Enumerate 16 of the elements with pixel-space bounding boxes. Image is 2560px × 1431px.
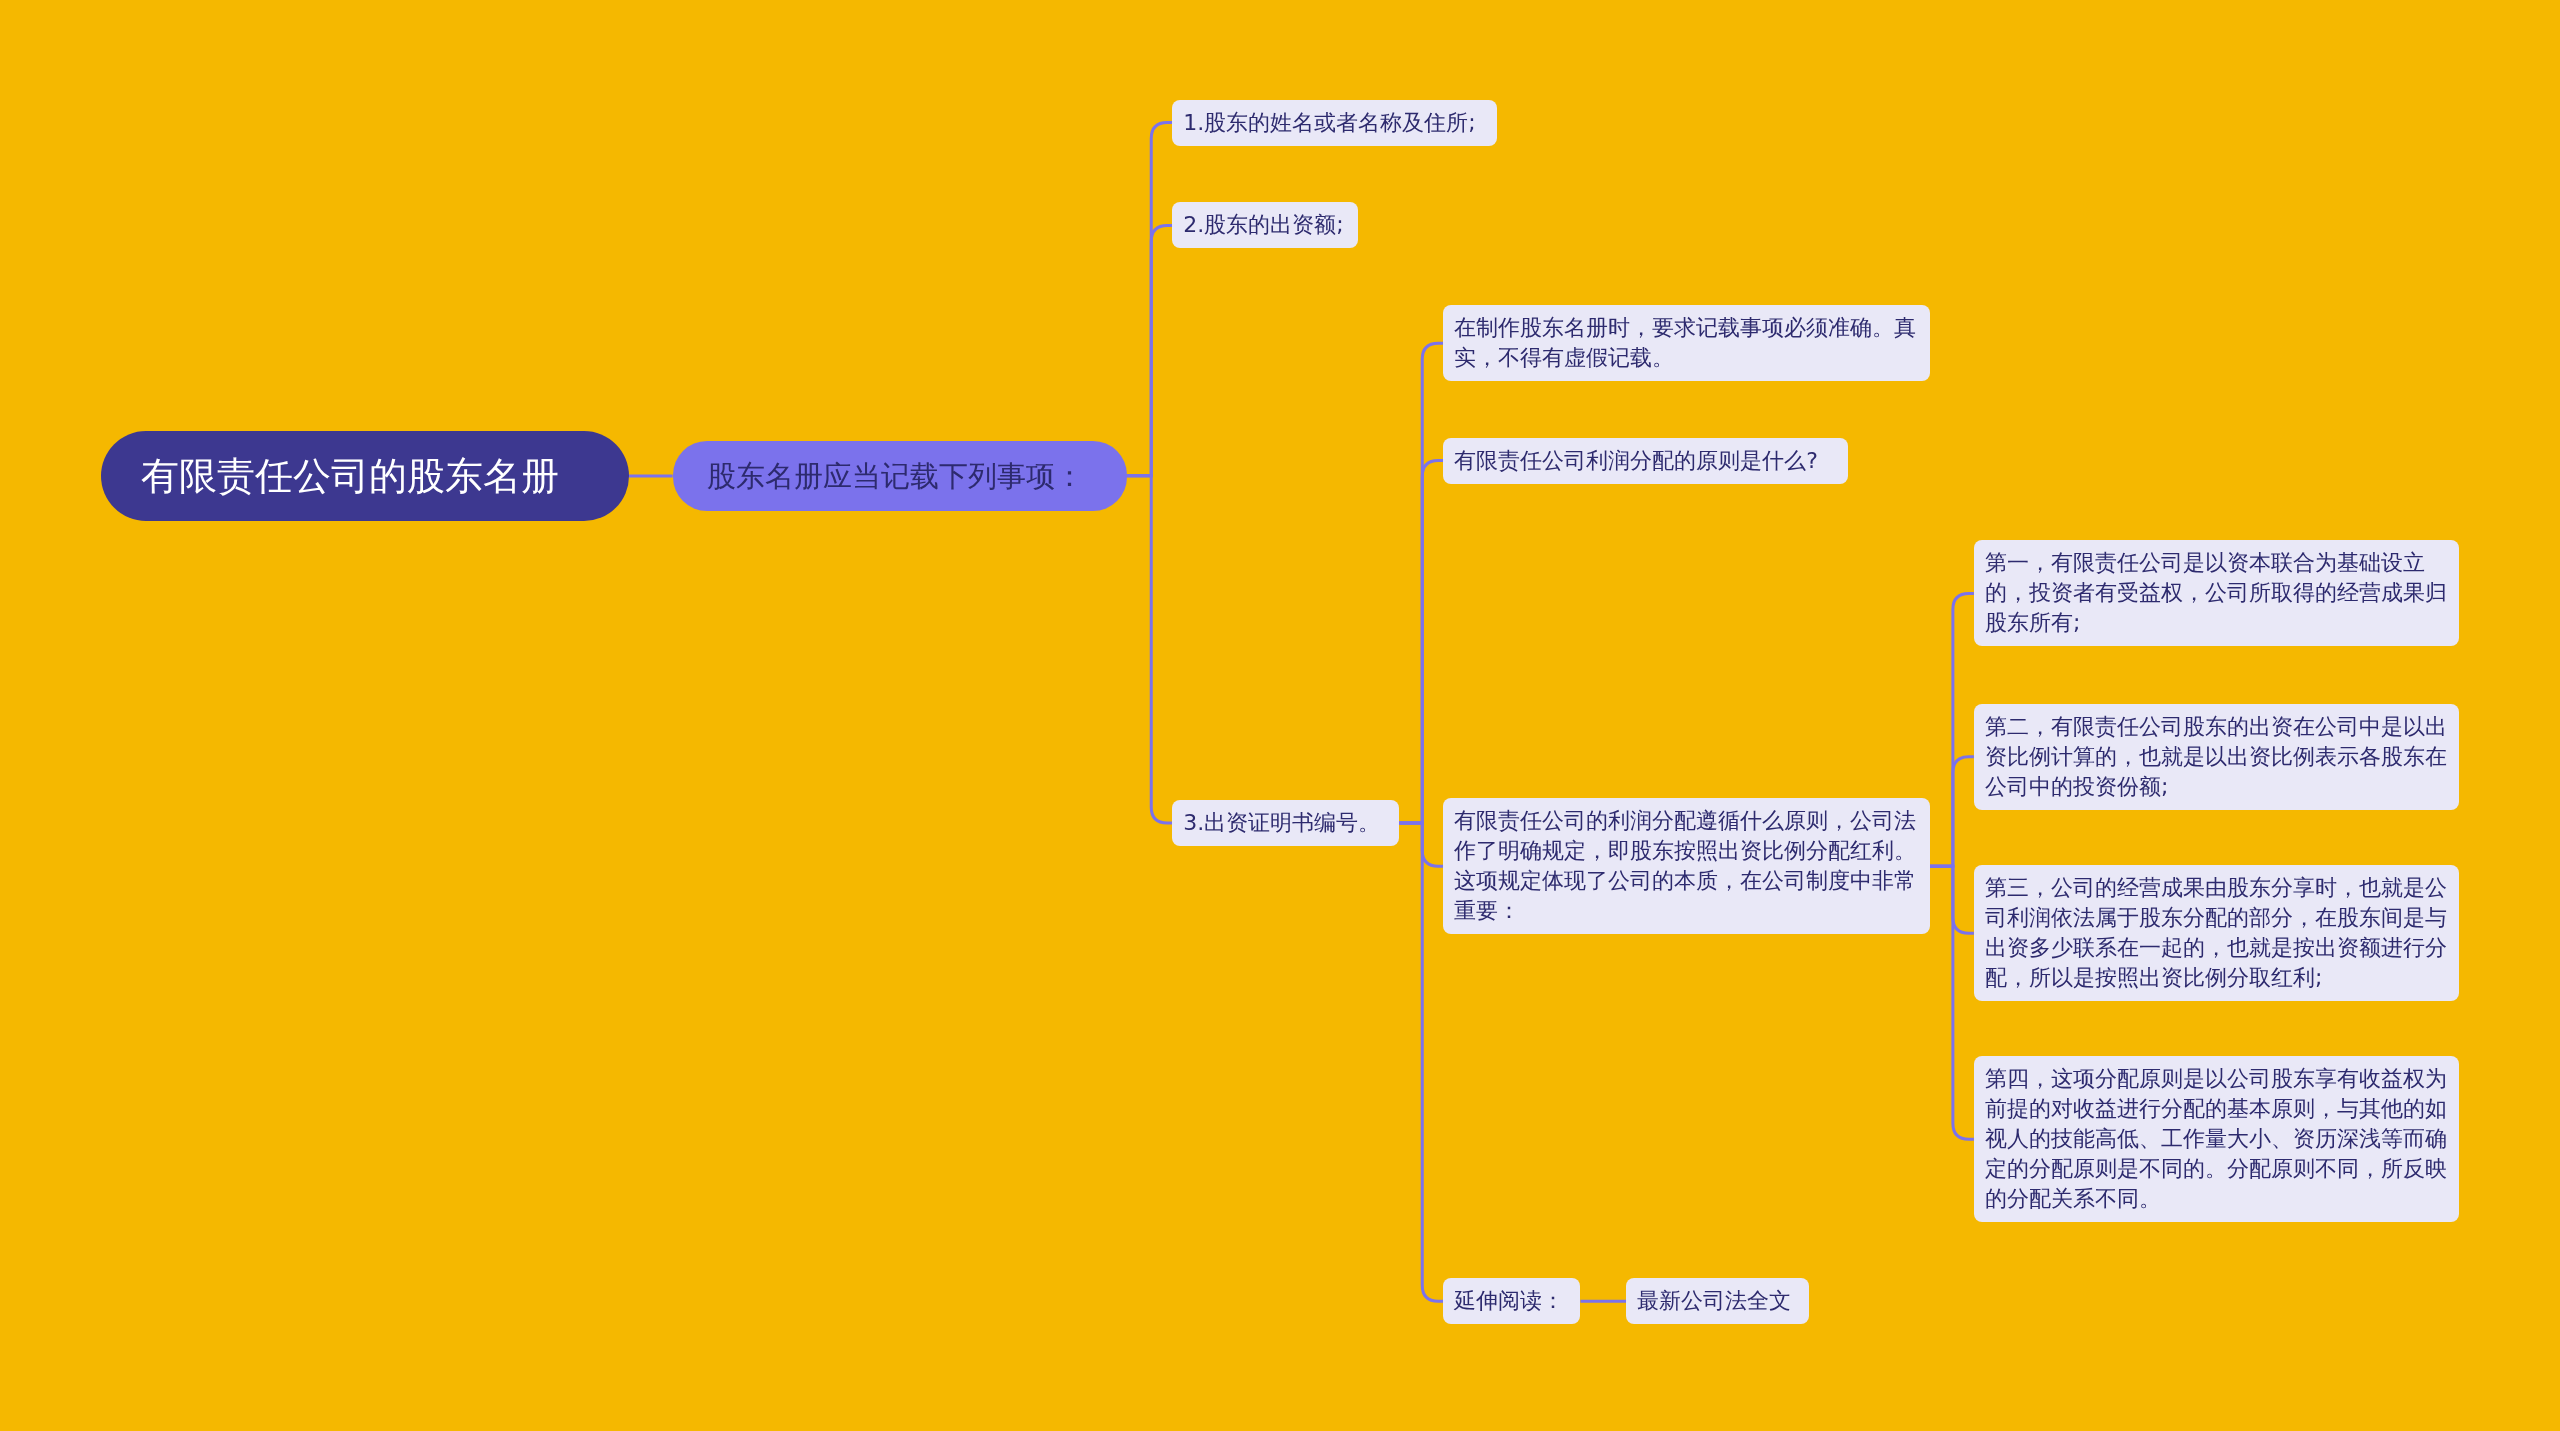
- subtopic-box: 有限责任公司的利润分配遵循什么原则，公司法作了明确规定，即股东按照出资比例分配红利。这项规定体现了公司的本质，在公司制度中非常重要：: [1443, 798, 1930, 935]
- subtopic-box: 2.股东的出资额;: [1172, 202, 1359, 249]
- subtopic-box: 有限责任公司利润分配的原则是什么?: [1443, 437, 1849, 484]
- subtopic-box: 1.股东的姓名或者名称及住所;: [1172, 99, 1498, 146]
- connector-line: [1580, 1299, 1627, 1303]
- main-topic-box: 股东名册应当记载下列事项：: [672, 440, 1127, 511]
- subtopic-box: 最新公司法全文: [1626, 1278, 1809, 1325]
- root-topic-box: 有限责任公司的股东名册: [101, 431, 629, 521]
- subtopic-box: 第四，这项分配原则是以公司股东享有收益权为前提的对收益进行分配的基本原则，与其他的如视人的技能高低、工作量大小、资历深浅等而确定的分配原则是不同的。分配原则不同，所反映的分配关系不同。: [1973, 1056, 2459, 1223]
- subtopic-box: 在制作股东名册时，要求记载事项必须准确。真实，不得有虚假记载。: [1443, 305, 1930, 382]
- subtopic-box: 第一，有限责任公司是以资本联合为基础设立的，投资者有受益权，公司所取得的经营成果归股东所有;: [1973, 540, 2459, 647]
- subtopic-box: 延伸阅读：: [1443, 1278, 1581, 1325]
- subtopic-box: 第三，公司的经营成果由股东分享时，也就是公司利润依法属于股东分配的部分，在股东间是与出资多少联系在一起的，也就是按出资额进行分配，所以是按照出资比例分取红利;: [1973, 865, 2459, 1002]
- subtopic-box: 3.出资证明书编号。: [1172, 800, 1400, 846]
- connector-line: [628, 474, 673, 478]
- subtopic-box: 第二，有限责任公司股东的出资在公司中是以出资比例计算的，也就是以出资比例表示各股东在公司中的投资份额;: [1973, 703, 2459, 810]
